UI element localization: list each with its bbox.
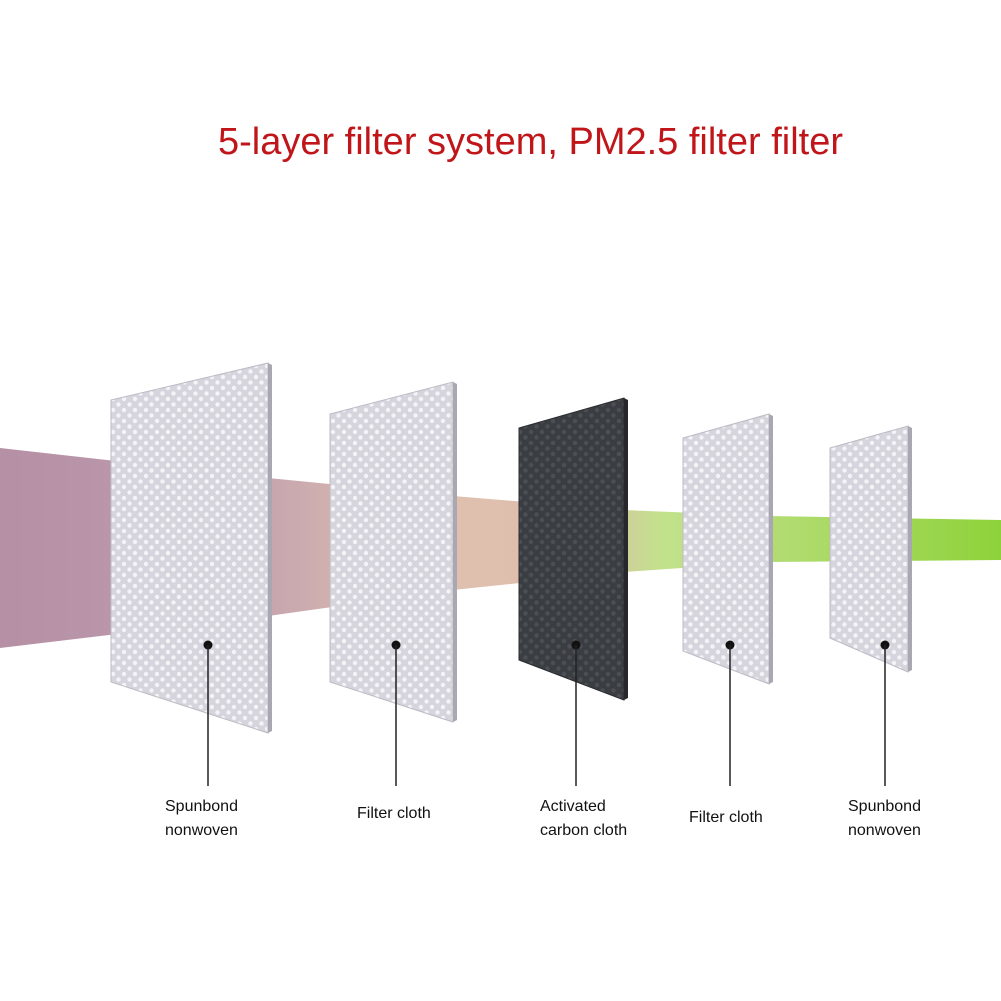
diagram-title: 5-layer filter system, PM2.5 filter filt…	[217, 121, 844, 163]
layer-label-spunbond-nonwoven-back: Spunbond nonwoven	[848, 798, 921, 839]
filter-layer-panel-2	[518, 397, 625, 701]
layer-label-filter-cloth-back: Filter cloth	[689, 809, 763, 826]
filter-layer-panel-1	[329, 381, 454, 723]
layer-label-activated-carbon-cloth: Activated carbon cloth	[540, 798, 628, 839]
layer-label-spunbond-nonwoven-front: Spunbond nonwoven	[165, 798, 238, 839]
filter-layer-edge-1	[453, 382, 457, 722]
filter-layer-panel-0	[110, 362, 269, 734]
filter-layer-panel-4	[829, 425, 909, 673]
filter-layer-edge-2	[624, 398, 628, 700]
filter-layer-edge-0	[268, 363, 272, 733]
filter-layer-edge-3	[769, 414, 773, 684]
filter-layer-edge-4	[908, 426, 912, 672]
layer-label-filter-cloth-front: Filter cloth	[357, 805, 431, 822]
